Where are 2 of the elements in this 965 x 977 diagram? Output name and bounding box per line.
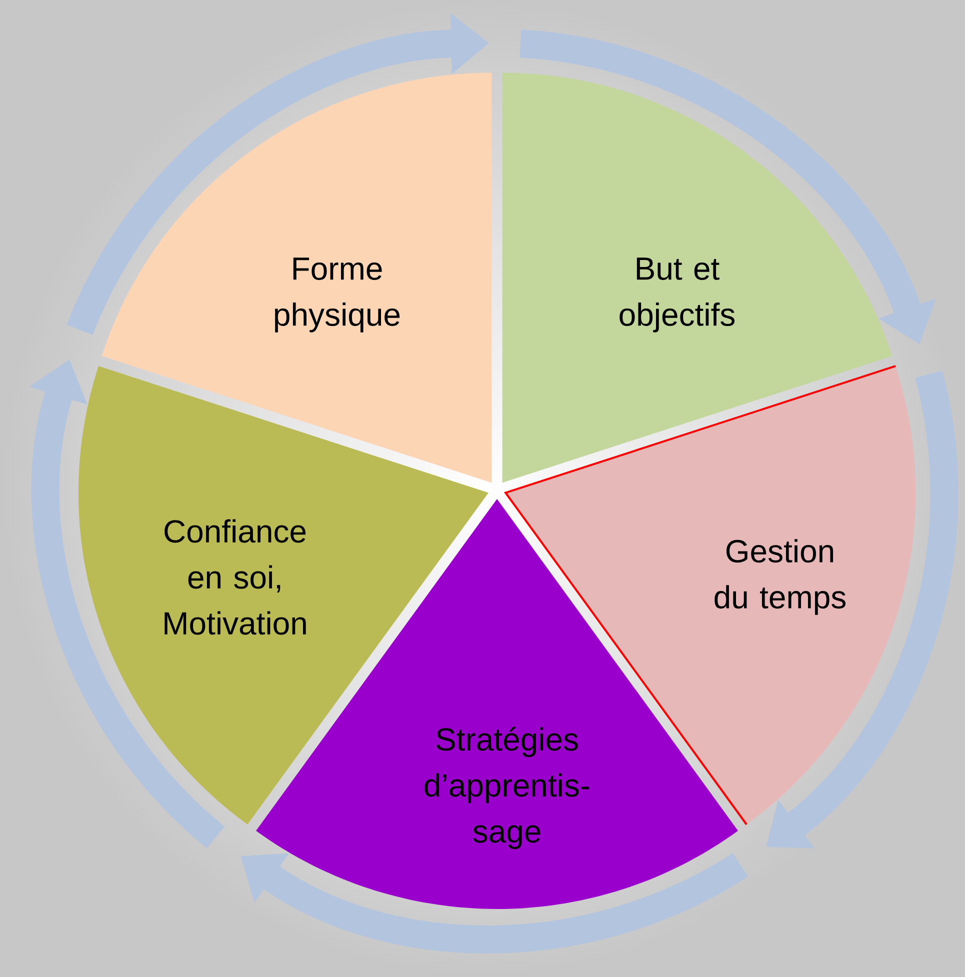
- pie-segment: But et objectifs: [502, 72, 892, 483]
- pie-segment: Forme physique: [102, 72, 492, 483]
